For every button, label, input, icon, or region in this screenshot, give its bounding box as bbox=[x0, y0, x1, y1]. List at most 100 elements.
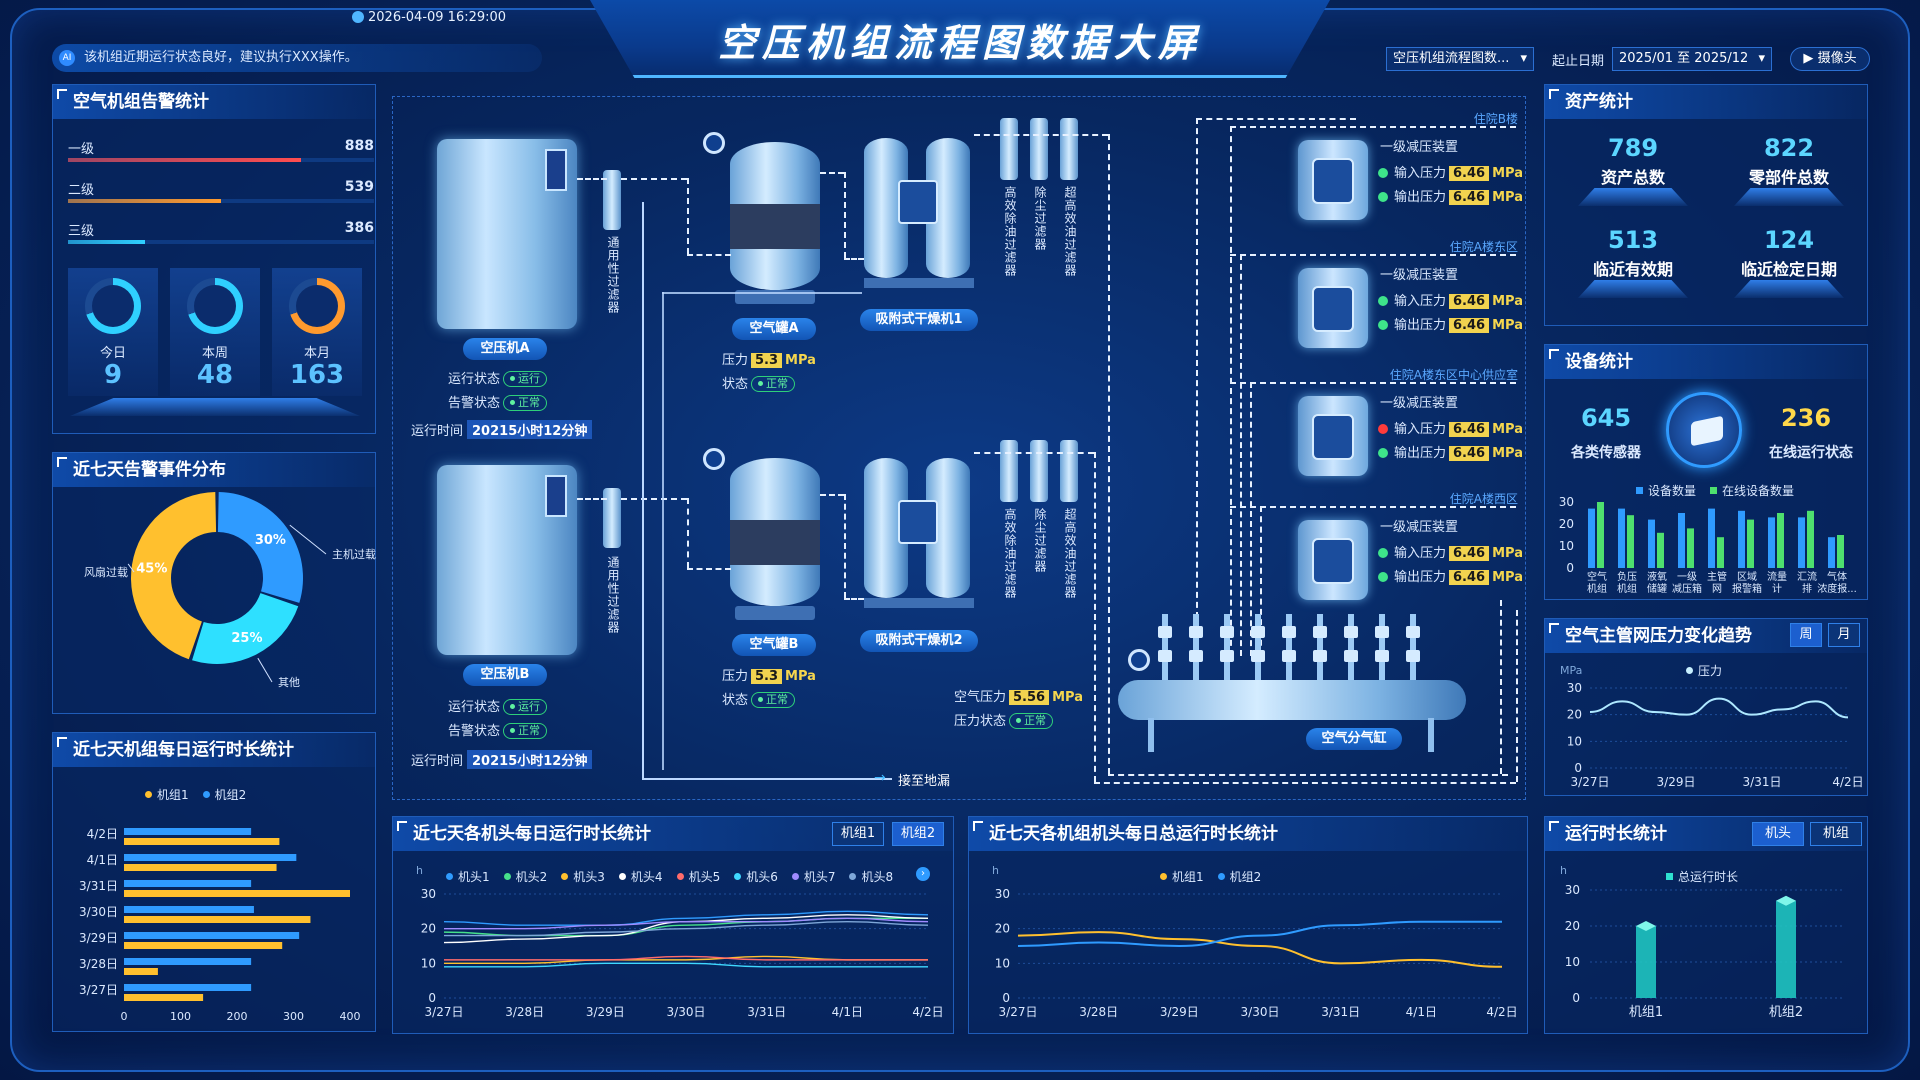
camera-button[interactable]: ▶ 摄像头 bbox=[1790, 47, 1870, 71]
tab-unit[interactable]: 机组 bbox=[1810, 822, 1862, 846]
pipe bbox=[1094, 782, 1516, 784]
status-dot bbox=[1378, 168, 1388, 178]
donut-pct: 45% bbox=[136, 562, 167, 577]
x-tick-label: 3/28日 bbox=[1079, 1005, 1118, 1019]
general-filter-b[interactable] bbox=[603, 488, 621, 548]
vessel-leg bbox=[1148, 718, 1154, 752]
pipeline-filter-label: 超高效油过滤器 bbox=[1063, 508, 1077, 599]
station-input-label: 输入压力 bbox=[1394, 166, 1447, 181]
screen-icon bbox=[1312, 158, 1354, 204]
donut-slice bbox=[130, 492, 217, 660]
air-tank-b-state: 状态正常 bbox=[722, 689, 796, 708]
legend-label: 机头2 bbox=[515, 870, 548, 884]
station-area: 住院A楼东区中心供应室 bbox=[1389, 368, 1518, 382]
tab-head[interactable]: 机头 bbox=[1752, 822, 1804, 846]
tab-week[interactable]: 周 bbox=[1790, 623, 1822, 647]
x-tick-label: 3/27日 bbox=[425, 1005, 464, 1019]
device-panel-title: 设备统计 bbox=[1545, 345, 1867, 379]
alarm-kpi-value: 163 bbox=[289, 360, 345, 390]
asset-pedestal bbox=[1734, 280, 1844, 298]
donut-label: 其他 bbox=[278, 676, 300, 689]
compressor-b[interactable] bbox=[437, 465, 577, 655]
alarm-bell-icon bbox=[194, 285, 236, 327]
valve-icon bbox=[1375, 626, 1389, 638]
tab-month[interactable]: 月 bbox=[1828, 623, 1860, 647]
runtime-unit: h bbox=[1560, 864, 1567, 877]
valve-pipe bbox=[1286, 614, 1292, 680]
device-bar bbox=[1618, 508, 1625, 568]
y-tick-label: 10 bbox=[1567, 734, 1582, 748]
daily-tick-label: 4/1日 bbox=[87, 853, 118, 867]
pipeline-filter bbox=[1060, 118, 1078, 180]
runtime-bar bbox=[1636, 926, 1656, 998]
pressure-unit: MPa bbox=[1560, 664, 1583, 677]
device-bar bbox=[1678, 513, 1685, 568]
alarm-panel-title: 空气机组告警统计 bbox=[53, 85, 375, 119]
compressor-a[interactable] bbox=[437, 139, 577, 329]
daily-x-tick: 300 bbox=[283, 1010, 304, 1023]
device-legend: 设备数量在线设备数量 bbox=[1636, 482, 1808, 499]
daily-bar bbox=[124, 854, 297, 861]
series-line bbox=[1589, 697, 1849, 719]
date-label: 起止日期 bbox=[1552, 54, 1605, 69]
status-badge: 运行 bbox=[503, 699, 548, 715]
asset-pedestal bbox=[1578, 280, 1688, 298]
status-badge: 运行 bbox=[503, 371, 548, 387]
valve-icon bbox=[1406, 626, 1420, 638]
ai-icon: AI bbox=[59, 50, 75, 66]
series-line bbox=[444, 917, 929, 930]
legend-item: 机头6 bbox=[734, 870, 778, 884]
events-panel-title: 近七天告警事件分布 bbox=[53, 453, 375, 487]
dryer-2[interactable] bbox=[864, 458, 974, 610]
legend-item: 机组2 bbox=[202, 788, 246, 802]
tab-group2[interactable]: 机组2 bbox=[892, 822, 944, 846]
status-badge: 正常 bbox=[751, 692, 796, 708]
air-tank-a[interactable] bbox=[730, 142, 820, 290]
series-line bbox=[443, 910, 929, 926]
device-x-label: 一级 bbox=[1677, 571, 1697, 583]
daily-bar bbox=[124, 838, 280, 845]
date-range-select[interactable]: 2025/01 至 2025/12▾ bbox=[1612, 47, 1772, 71]
alarm-ring bbox=[187, 278, 243, 334]
tab-group1[interactable]: 机组1 bbox=[832, 822, 884, 846]
dryer-1[interactable] bbox=[864, 138, 974, 290]
legend-item: 机组1 bbox=[1160, 870, 1204, 884]
gauge-icon bbox=[703, 132, 725, 154]
alarm-level-track bbox=[68, 199, 374, 203]
station-input-value: 6.46 bbox=[1449, 166, 1490, 181]
pipe bbox=[1230, 254, 1516, 256]
asset-panel-title: 资产统计 bbox=[1545, 85, 1867, 119]
air-header-vessel[interactable] bbox=[1118, 680, 1466, 720]
y-tick-label: 10 bbox=[995, 956, 1010, 970]
legend-dot bbox=[503, 873, 511, 880]
alarm-level-value: 539 bbox=[344, 179, 374, 195]
device-bar bbox=[1837, 535, 1844, 568]
valve-icon bbox=[1406, 650, 1420, 662]
dryer-2-label: 吸附式干燥机2 bbox=[860, 630, 978, 652]
device-y-tick: 0 bbox=[1566, 561, 1574, 575]
air-tank-b[interactable] bbox=[730, 458, 820, 606]
pressure-reducer bbox=[1298, 520, 1368, 600]
x-tick-label: 4/2日 bbox=[912, 1005, 943, 1019]
station-input-value: 6.46 bbox=[1449, 546, 1490, 561]
screen-select[interactable]: 空压机组流程图数...▾ bbox=[1386, 47, 1534, 71]
general-filter-a[interactable] bbox=[603, 170, 621, 230]
station-output-value: 6.46 bbox=[1449, 570, 1490, 585]
pressure-panel: 空气主管网压力变化趋势 bbox=[1544, 618, 1868, 796]
compressor-a-alarm: 告警状态正常 bbox=[448, 392, 548, 411]
station-area: 住院A楼西区 bbox=[1449, 492, 1518, 506]
gauge-icon bbox=[703, 448, 725, 470]
drain-pipe bbox=[662, 292, 862, 294]
alarm-kpi-label: 本月 bbox=[303, 346, 330, 361]
daily-tick-label: 3/31日 bbox=[79, 879, 118, 893]
legend-item: 在线设备数量 bbox=[1710, 484, 1794, 498]
valve-pipe bbox=[1348, 614, 1354, 680]
device-x-label: 空气 bbox=[1587, 570, 1607, 583]
alarm-level-track bbox=[68, 158, 374, 162]
chevron-right-icon[interactable]: › bbox=[916, 867, 930, 881]
page-title: 空压机组流程图数据大屏 bbox=[717, 21, 1202, 65]
y-tick-label: 0 bbox=[1574, 761, 1582, 775]
